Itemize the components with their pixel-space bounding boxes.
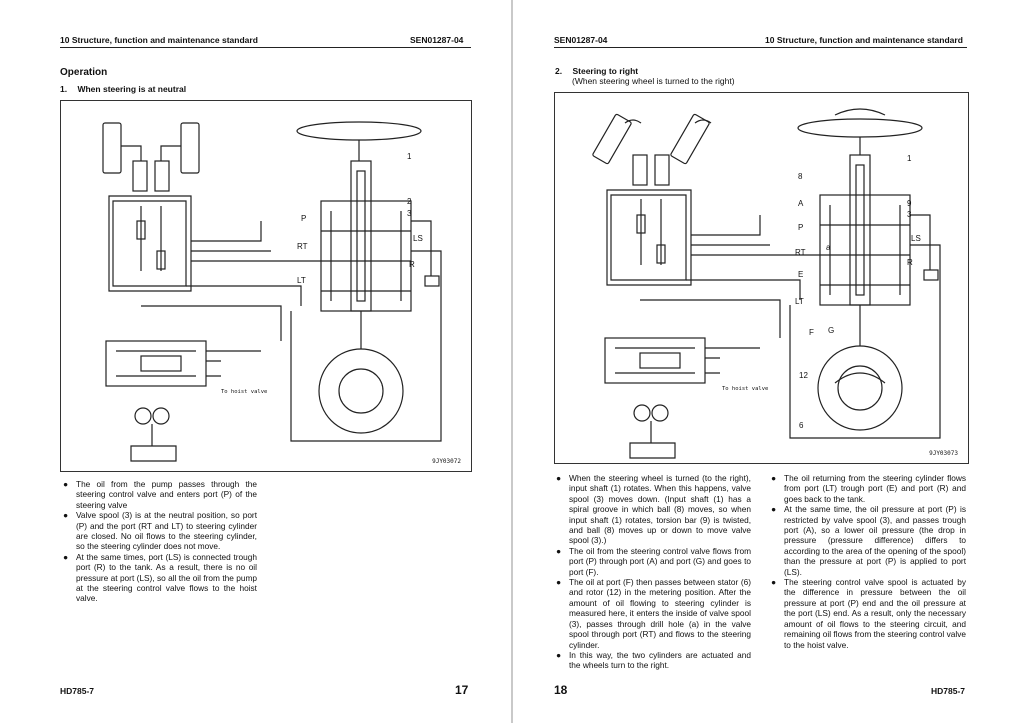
port-F-label: F xyxy=(809,328,814,337)
list-item: ●In this way, the two cylinders are actu… xyxy=(556,649,751,671)
subsection-title: Steering to right xyxy=(572,66,639,76)
metering-unit xyxy=(817,345,903,431)
footer-model: HD785-7 xyxy=(931,686,966,696)
callout-3: 3 xyxy=(907,210,912,219)
port-RT-label: RT xyxy=(795,248,806,257)
port-LS-label: LS xyxy=(413,234,423,243)
subsection-number: 2. xyxy=(555,66,563,76)
right-page: SEN01287-04 10 Structure, function and m… xyxy=(513,0,1024,723)
subsection-heading: 2. Steering to right xyxy=(555,66,638,76)
port-RT-label: RT xyxy=(297,242,308,251)
list-item: ●At the same time, the oil pressure at p… xyxy=(771,504,966,577)
callout-1: 1 xyxy=(407,152,412,161)
callout-9: 9 xyxy=(907,199,912,208)
port-G-label: G xyxy=(828,326,834,335)
port-R-label: R xyxy=(907,258,913,267)
subsection-title: When steering is at neutral xyxy=(77,84,187,94)
page-number: 17 xyxy=(455,683,469,697)
steering-wheel xyxy=(797,118,923,138)
callout-6: 6 xyxy=(799,421,804,430)
running-header-right: 10 Structure, function and maintenance s… xyxy=(765,35,963,45)
port-P-label: P xyxy=(301,214,306,223)
port-LS-label: LS xyxy=(911,234,921,243)
right-wheel xyxy=(180,122,200,174)
section-title: Operation xyxy=(60,67,108,78)
callout-1: 1 xyxy=(907,154,912,163)
running-header-left: 10 Structure, function and maintenance s… xyxy=(60,35,258,45)
port-A-label: A xyxy=(798,199,804,208)
steering-control-valve xyxy=(604,337,706,384)
drill-hole-a-label: a xyxy=(826,243,831,252)
port-LT-label: LT xyxy=(795,297,804,306)
list-item: ●The oil returning from the steering cyl… xyxy=(771,473,966,504)
callout-3: 3 xyxy=(407,209,412,218)
port-LT-label: LT xyxy=(297,276,306,285)
steering-wheel xyxy=(296,121,422,141)
list-item: ●The oil from the steering control valve… xyxy=(556,545,751,577)
list-item: ●When the steering wheel is turned (to t… xyxy=(556,473,751,546)
header-rule xyxy=(60,47,471,48)
right-bullet-list-col2: ●The oil returning from the steering cyl… xyxy=(770,473,966,650)
document-code: SEN01287-04 xyxy=(410,35,464,45)
subsection-number: 1. xyxy=(60,84,68,94)
port-R-label: R xyxy=(409,260,415,269)
hoist-valve-label: To hoist valve xyxy=(722,386,768,392)
figure-id: 9JY03072 xyxy=(432,458,461,465)
page-spine xyxy=(511,0,513,723)
list-item: ●The oil from the pump passes through th… xyxy=(63,479,257,510)
left-bullet-list: ●The oil from the pump passes through th… xyxy=(62,479,257,604)
right-wheel xyxy=(670,113,710,165)
list-item: ●At the same times, port (LS) is connect… xyxy=(63,551,257,604)
hydraulic-diagram-right-turn: 1 8 9 3 A P RT a E LT F G LS R 12 6 To h… xyxy=(554,92,969,464)
metering-unit xyxy=(318,348,404,434)
steering-control-valve xyxy=(105,340,207,387)
header-rule xyxy=(554,47,967,48)
steering-valve-body xyxy=(320,200,412,312)
subsection-note: (When steering wheel is turned to the ri… xyxy=(572,76,735,86)
figure-id: 9JY03073 xyxy=(929,450,958,457)
callout-12: 12 xyxy=(799,371,808,380)
neutral-circuit-drawing: 1 2 3 P RT LT LS R To hoist valve xyxy=(102,121,442,462)
footer-model: HD785-7 xyxy=(60,686,95,696)
callout-8: 8 xyxy=(798,172,803,181)
subsection-heading: 1. When steering is at neutral xyxy=(60,84,186,94)
port-P-label: P xyxy=(798,223,803,232)
left-page: 10 Structure, function and maintenance s… xyxy=(0,0,511,723)
steering-valve-body xyxy=(819,194,911,306)
port-E-label: E xyxy=(798,270,803,279)
left-wheel xyxy=(102,122,122,174)
right-bullet-list-col1: ●When the steering wheel is turned (to t… xyxy=(555,473,751,671)
left-wheel xyxy=(592,113,632,165)
list-item: ●Valve spool (3) is at the neutral posit… xyxy=(63,510,257,552)
page-number: 18 xyxy=(554,683,568,697)
callout-2: 2 xyxy=(407,197,412,206)
list-item: ●The oil at port (F) then passes between… xyxy=(556,577,751,650)
list-item: ●The steering control valve spool is act… xyxy=(771,577,966,650)
hydraulic-diagram-neutral: 1 2 3 P RT LT LS R To hoist valve 9JY030… xyxy=(60,100,472,472)
hoist-valve-label: To hoist valve xyxy=(221,389,267,395)
document-code: SEN01287-04 xyxy=(554,35,608,45)
right-turn-circuit-drawing: 1 8 9 3 A P RT a E LT F G LS R 12 6 To h… xyxy=(592,108,941,459)
